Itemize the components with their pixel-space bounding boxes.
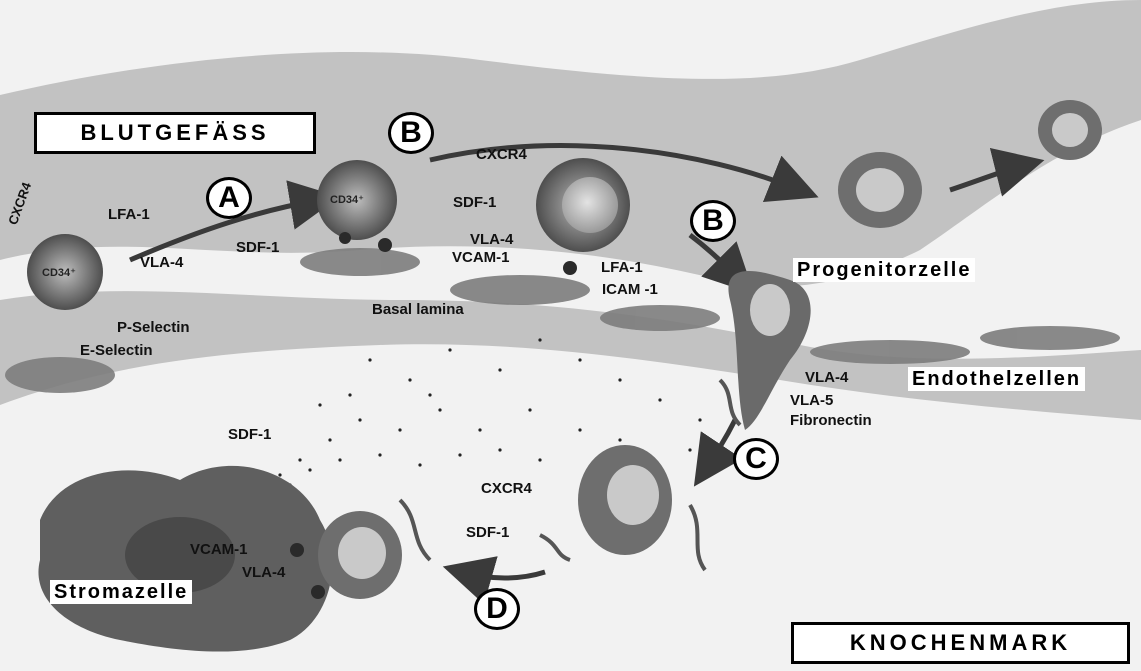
cxcr4-bottom-label: CXCR4 xyxy=(481,481,532,496)
vessel-region-label: BLUTGEFÄSS xyxy=(34,112,316,154)
cd34-left-label: CD34⁺ xyxy=(42,266,76,279)
e-selectin-label: E-Selectin xyxy=(80,343,153,358)
vla4-right-label: VLA-4 xyxy=(805,370,848,385)
vcam1-mid-label: VCAM-1 xyxy=(452,250,510,265)
step-d-marker: D xyxy=(474,588,520,630)
cxcr4-top-label: CXCR4 xyxy=(476,147,527,162)
sdf1-left-label: SDF-1 xyxy=(236,240,279,255)
progenitor-cell-label: Progenitorzelle xyxy=(793,258,975,282)
step-c-marker: C xyxy=(733,438,779,480)
step-a-marker: A xyxy=(206,177,252,219)
basal-lamina-label: Basal lamina xyxy=(372,302,464,317)
stroma-cell-label: Stromazelle xyxy=(50,580,192,604)
sdf1-bottom2-label: SDF-1 xyxy=(466,525,509,540)
vla4-left-label: VLA-4 xyxy=(140,255,183,270)
fibronectin-label: Fibronectin xyxy=(790,413,872,428)
icam1-label: ICAM -1 xyxy=(602,282,658,297)
marrow-region-label: KNOCHENMARK xyxy=(791,622,1130,664)
vcam1-bottom-label: VCAM-1 xyxy=(190,542,248,557)
vla4-mid-label: VLA-4 xyxy=(470,232,513,247)
step-b-marker-right: B xyxy=(690,200,736,242)
vla5-label: VLA-5 xyxy=(790,393,833,408)
sdf1-bottom-label: SDF-1 xyxy=(228,427,271,442)
step-b-marker-top: B xyxy=(388,112,434,154)
fibronectin-strands xyxy=(400,380,740,570)
p-selectin-label: P-Selectin xyxy=(117,320,190,335)
lfa1-mid-label: LFA-1 xyxy=(601,260,643,275)
cd34-mid-label: CD34⁺ xyxy=(330,193,364,206)
endothelial-cell-label: Endothelzellen xyxy=(908,367,1085,391)
lfa1-left-label: LFA-1 xyxy=(108,207,150,222)
sdf1-mid-label: SDF-1 xyxy=(453,195,496,210)
vla4-bottom-label: VLA-4 xyxy=(242,565,285,580)
